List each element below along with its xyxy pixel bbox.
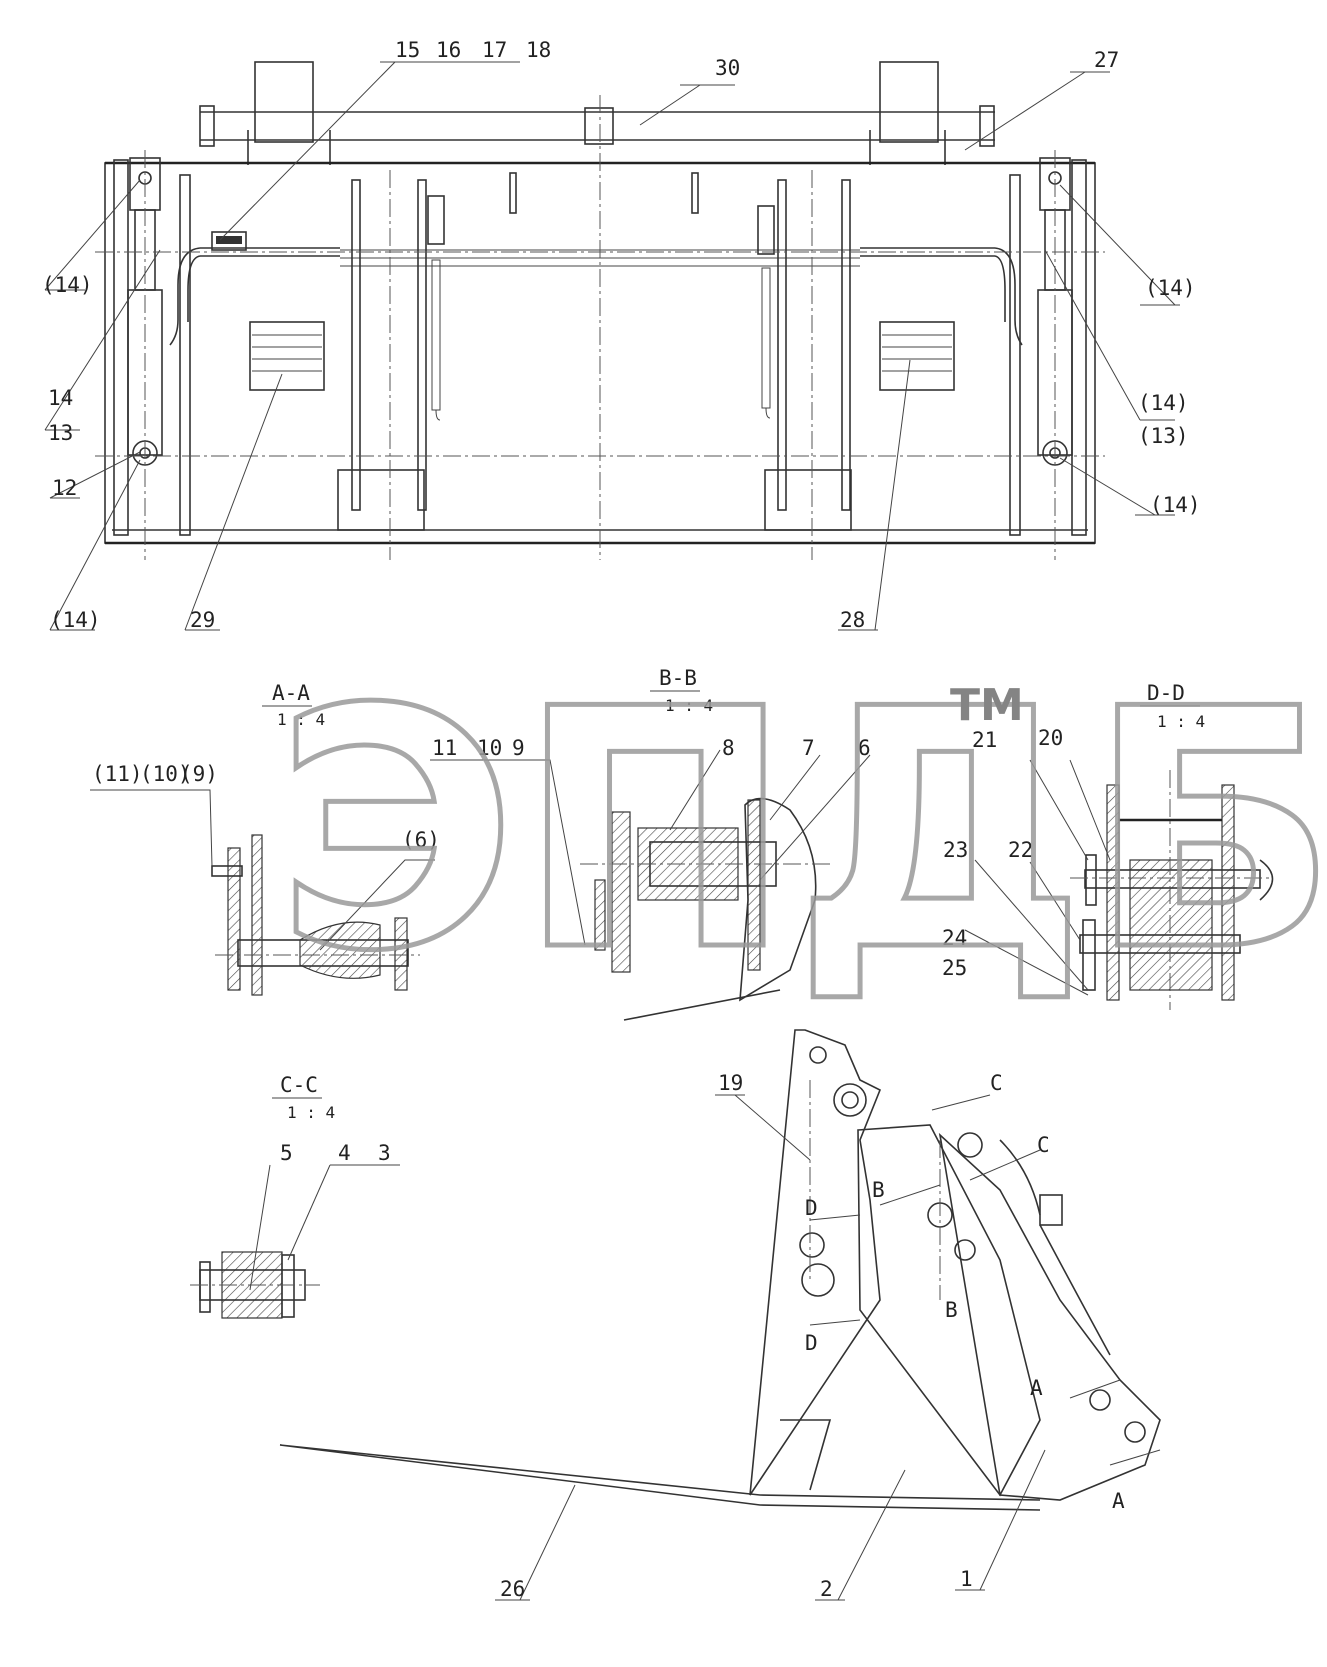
section-dd-title: D-D [1147,681,1185,705]
section-cc-callout-5: 5 [280,1141,293,1165]
top-view: 15 16 17 18 30 27 (14) (14) (14) (14) (1… [42,38,1201,632]
section-dd-callout-24: 24 [942,926,967,950]
section-cc-title: C-C [280,1073,318,1097]
section-mark-d2: D [805,1331,818,1355]
side-callout-1: 1 [960,1567,973,1591]
callout-15: 15 [395,38,420,62]
section-bb-callout-6: 6 [858,736,871,760]
section-aa-callout-10: 10 [477,736,502,760]
section-dd-scale: 1 : 4 [1157,712,1205,731]
callout-30: 30 [715,56,740,80]
section-aa-callout-11: 11 [432,736,457,760]
section-aa-callout-9: 9 [512,736,525,760]
section-mark-a2: A [1112,1489,1125,1513]
section-aa-callout-p10: (10) [140,762,191,786]
section-dd-callout-20: 20 [1038,726,1063,750]
callout-p14-low-right: (14) [1150,493,1201,517]
side-callout-2: 2 [820,1577,833,1601]
section-bb-scale: 1 : 4 [665,696,713,715]
section-cc-callout-3: 3 [378,1141,391,1165]
callout-p14-bottom-left: (14) [50,608,101,632]
callout-28: 28 [840,608,865,632]
section-dd-callout-21: 21 [972,728,997,752]
section-bb-title: B-B [659,666,697,690]
watermark-text: ЭПДБ [275,639,1327,1023]
side-view: C C B B D D A A 19 26 2 1 [279,1029,1161,1601]
callout-14: 14 [48,386,73,410]
section-mark-d1: D [805,1196,818,1220]
watermark-tm: TM [950,680,1024,731]
section-aa-scale: 1 : 4 [277,710,325,729]
section-dd: D-D 1 : 4 21 20 23 22 24 25 [942,681,1274,1010]
callout-12: 12 [52,476,77,500]
section-mark-a1: A [1030,1376,1043,1400]
section-dd-callout-23: 23 [943,838,968,862]
section-bb-callout-7: 7 [802,736,815,760]
section-aa: A-A 1 : 4 (11) (10) (9) 11 10 9 (6) [90,681,586,996]
side-callout-26: 26 [500,1577,525,1601]
section-aa-callout-p6: (6) [402,828,440,852]
callout-p14-top-left: (14) [42,273,93,297]
section-mark-b1: B [872,1178,885,1202]
section-bb-callout-8: 8 [722,736,735,760]
side-callout-19: 19 [718,1071,743,1095]
section-cc-callout-4: 4 [338,1141,351,1165]
callout-29: 29 [190,608,215,632]
section-aa-callout-p11: (11) [92,762,143,786]
section-cc: C-C 1 : 4 5 4 3 [190,1073,400,1319]
callout-17: 17 [482,38,507,62]
section-mark-c1: C [990,1071,1003,1095]
section-bb: B-B 1 : 4 8 7 6 [580,666,871,1021]
section-dd-callout-22: 22 [1008,838,1033,862]
section-dd-callout-25: 25 [942,956,967,980]
callout-p13: (13) [1138,424,1189,448]
callout-13: 13 [48,421,73,445]
callout-18: 18 [526,38,551,62]
section-mark-c2: C [1037,1133,1050,1157]
section-aa-callout-p9: (9) [180,762,218,786]
section-mark-b2: B [945,1298,958,1322]
callout-p14-top-right: (14) [1145,276,1196,300]
callout-27: 27 [1094,48,1119,72]
callout-p14-mid-right: (14) [1138,391,1189,415]
section-aa-title: A-A [272,681,310,705]
section-cc-scale: 1 : 4 [287,1103,335,1122]
watermark: ЭПДБ TM [273,637,1327,1026]
callout-16: 16 [436,38,461,62]
